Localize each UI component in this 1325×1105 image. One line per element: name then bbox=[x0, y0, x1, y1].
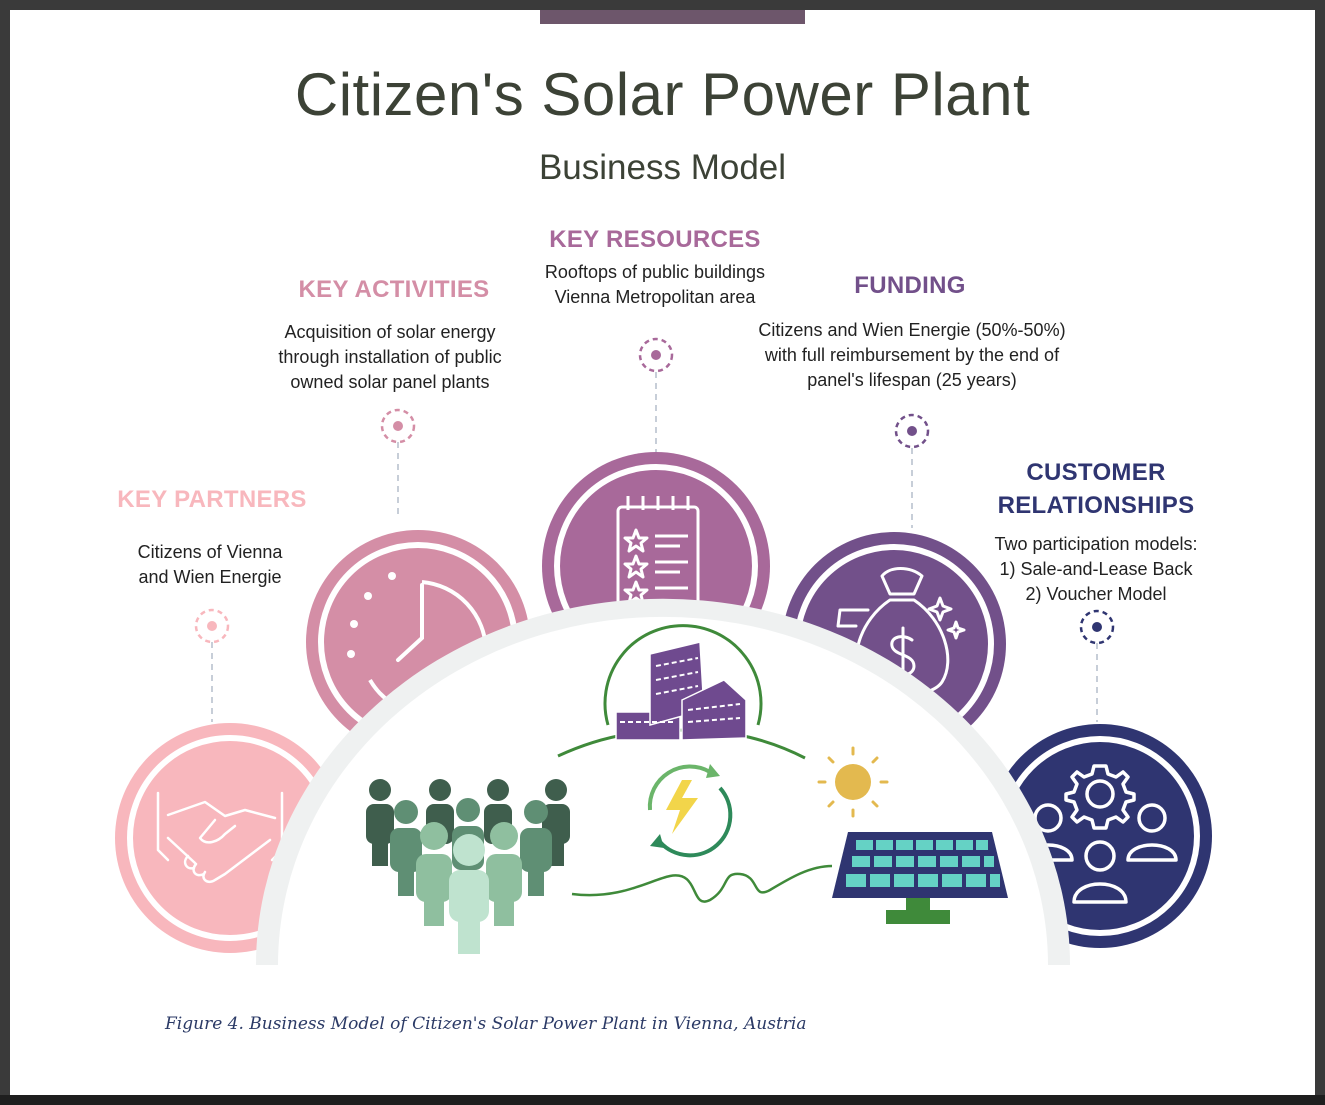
key-resources-line-1: Rooftops of public buildings bbox=[544, 262, 766, 282]
marker-key-resources bbox=[638, 337, 674, 373]
key-activities-line-1: Acquisition of solar energy bbox=[284, 322, 496, 342]
key-activities-line-2: through installation of public bbox=[278, 347, 502, 367]
marker-key-activities bbox=[380, 408, 416, 444]
solar-panel-icon bbox=[832, 832, 1008, 924]
page-subtitle: Business Model bbox=[538, 148, 787, 187]
key-partners-line-1: Citizens of Vienna bbox=[137, 542, 283, 562]
viewer-bottom-bar bbox=[0, 1095, 1325, 1105]
key-activities-description: Acquisition of solar energy through inst… bbox=[240, 320, 540, 395]
top-accent-bar bbox=[540, 10, 805, 24]
key-partners-heading: KEY PARTNERS bbox=[117, 486, 307, 513]
funding-line-3: panel's lifespan (25 years) bbox=[807, 370, 1017, 390]
key-resources-line-2: Vienna Metropolitan area bbox=[554, 287, 756, 307]
figure-page: Citizen's Solar Power Plant Business Mod… bbox=[10, 10, 1315, 1095]
key-resources-heading: KEY RESOURCES bbox=[549, 226, 761, 253]
customer-relationships-heading-line-1: CUSTOMER bbox=[1026, 459, 1166, 486]
buildings-icon bbox=[615, 641, 747, 741]
key-activities-line-3: owned solar panel plants bbox=[290, 372, 490, 392]
marker-customer-relationships bbox=[1079, 609, 1115, 645]
funding-line-1: Citizens and Wien Energie (50%-50%) bbox=[758, 320, 1066, 340]
business-model-diagram bbox=[115, 337, 1212, 965]
key-activities-heading: KEY ACTIVITIES bbox=[298, 276, 490, 303]
power-wire bbox=[571, 864, 833, 903]
page-title: Citizen's Solar Power Plant bbox=[294, 61, 1031, 128]
customer-relationships-line-3: 2) Voucher Model bbox=[1025, 584, 1167, 604]
people-group-icon bbox=[366, 779, 570, 954]
funding-heading: FUNDING bbox=[854, 272, 966, 299]
energy-cycle-icon bbox=[647, 764, 733, 858]
customer-relationships-line-1: Two participation models: bbox=[994, 534, 1198, 554]
customer-relationships-description: Two participation models: 1) Sale-and-Le… bbox=[966, 532, 1226, 607]
customer-relationships-heading-line-2: RELATIONSHIPS bbox=[997, 492, 1195, 519]
marker-key-partners bbox=[194, 608, 230, 644]
marker-funding bbox=[894, 413, 930, 449]
customer-relationships-heading: CUSTOMER RELATIONSHIPS bbox=[976, 456, 1216, 522]
key-resources-description: Rooftops of public buildings Vienna Metr… bbox=[505, 260, 805, 310]
funding-line-2: with full reimbursement by the end of bbox=[764, 345, 1060, 365]
building-frame bbox=[603, 624, 763, 726]
sun-icon bbox=[817, 746, 889, 818]
funding-description: Citizens and Wien Energie (50%-50%) with… bbox=[732, 318, 1092, 393]
customer-relationships-line-2: 1) Sale-and-Lease Back bbox=[999, 559, 1193, 579]
figure-caption: Figure 4. Business Model of Citizen's So… bbox=[165, 1014, 807, 1034]
key-partners-line-2: and Wien Energie bbox=[138, 567, 282, 587]
key-partners-description: Citizens of Vienna and Wien Energie bbox=[92, 540, 328, 590]
